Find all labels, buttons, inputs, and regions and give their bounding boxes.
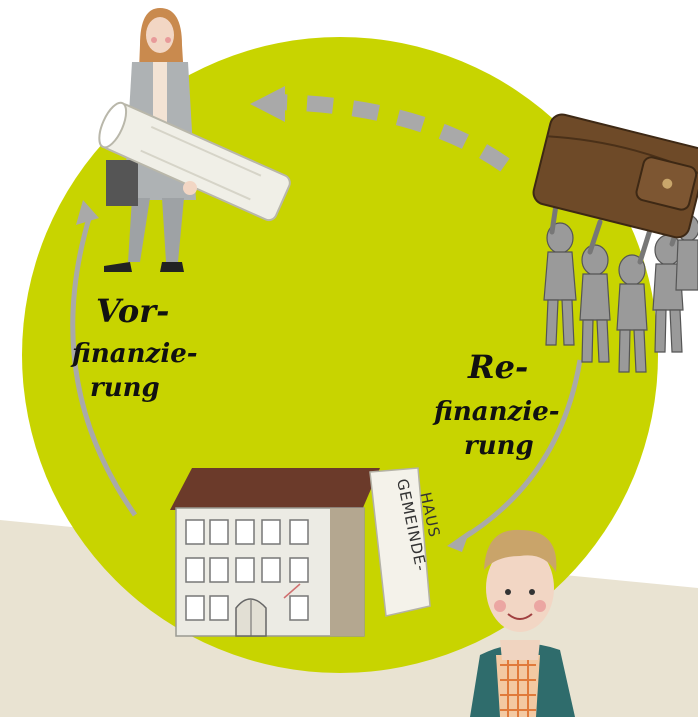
- label-left-line-3: rung: [90, 373, 160, 403]
- label-right-line-3: rung: [464, 431, 534, 461]
- community-house-icon: [170, 468, 380, 636]
- label-right-line-1: Re-: [467, 348, 528, 386]
- label-left-line-1: Vor-: [96, 292, 169, 330]
- label-right-line-2: finanzie-: [432, 397, 560, 427]
- label-left-line-2: finanzie-: [70, 339, 198, 369]
